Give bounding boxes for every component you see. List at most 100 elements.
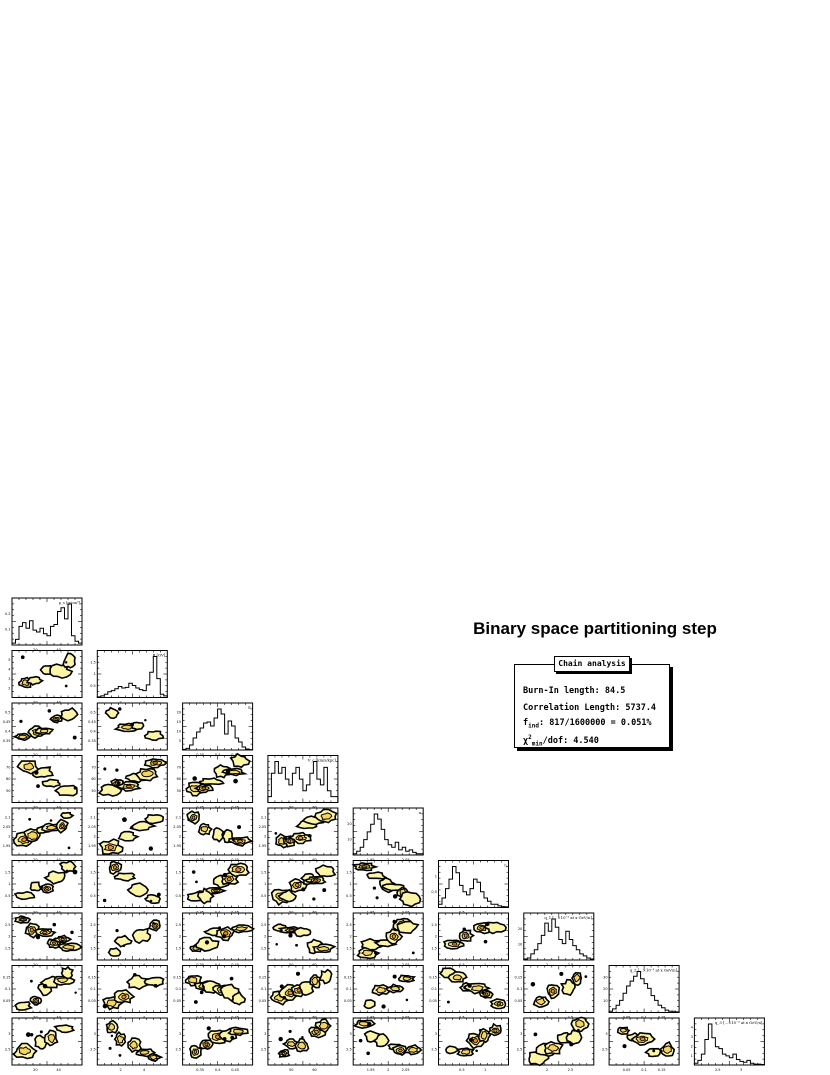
parameter-label-4: α	[419, 810, 422, 815]
contour-islet	[467, 983, 472, 988]
contour-inner	[484, 992, 489, 996]
contour-islet	[39, 885, 43, 890]
x-tick-label: 2.5	[568, 1068, 574, 1072]
contour-islet	[115, 768, 119, 772]
contour-islet	[29, 979, 33, 983]
y-tick-label: 0.1	[346, 987, 352, 991]
y-tick-label: 0.5	[90, 711, 96, 715]
y-tick-label: 0.05	[344, 999, 352, 1003]
contour-islet	[102, 898, 107, 903]
contour-inner	[112, 865, 117, 870]
y-tick-label: 0.35	[3, 739, 11, 743]
contour-outer	[643, 1047, 662, 1058]
contour-islet	[72, 735, 77, 740]
contour-outer	[113, 872, 137, 882]
contour-mid	[18, 1046, 32, 1056]
contour-outer	[60, 811, 75, 820]
contour-islet	[288, 933, 293, 938]
contour-islet	[199, 990, 204, 995]
y-tick-label: 1.5	[176, 946, 182, 950]
contour-islet	[301, 1035, 304, 1039]
contour-outer	[126, 882, 150, 898]
contour-islet	[229, 976, 234, 981]
histogram-3	[267, 761, 339, 803]
contour-islet	[52, 922, 57, 927]
histogram-2	[182, 708, 254, 751]
f-ind-number: : 817/1600000 = 0.051%	[538, 718, 652, 728]
contour-mid	[27, 831, 38, 841]
contour-islet	[152, 921, 155, 925]
histogram-1	[96, 656, 168, 698]
y-tick-label: 1	[349, 882, 351, 886]
contour-islet	[381, 1004, 386, 1009]
y-tick-label: 4	[691, 1026, 694, 1030]
contour-islet	[282, 995, 287, 1000]
parameter-label-1: R [GV]	[152, 653, 165, 658]
y-tick-label: 2.5	[517, 1048, 523, 1052]
contour-inner	[29, 927, 35, 933]
contour-mid	[17, 734, 28, 740]
contour-mid	[149, 1054, 159, 1061]
parameter-label-3: V_c [km/s/kpc]	[307, 758, 337, 763]
y-tick-label: 5	[8, 658, 10, 662]
y-tick-label: 2.5	[346, 923, 352, 927]
parameter-label-6: q_1 [...×10⁻³ at x GeV/n]	[544, 915, 592, 920]
contour-mid	[129, 1040, 138, 1050]
panel-frame-4-4	[352, 807, 424, 856]
contour-mid	[460, 1049, 471, 1055]
contour-outer	[104, 706, 120, 720]
y-tick-label: 3	[264, 1032, 266, 1036]
x-tick-label: 2	[546, 1068, 548, 1072]
y-tick-label: 2.1	[261, 816, 267, 820]
contour-inner	[54, 717, 58, 721]
y-tick-label: 3	[349, 1032, 351, 1036]
contour-inner	[201, 786, 207, 790]
contour-islet	[28, 817, 32, 821]
chi-label: χ	[523, 735, 529, 746]
contour-islet	[192, 776, 197, 781]
contour-outer	[53, 1024, 76, 1034]
contour-islet	[569, 1042, 574, 1047]
contour-islet	[468, 1037, 474, 1043]
contour-inner	[479, 925, 486, 930]
contour-islet	[659, 1049, 663, 1053]
chi-sup: 2	[528, 734, 532, 741]
contour-islet	[118, 707, 122, 711]
x-tick-label: 1.95	[367, 1068, 375, 1072]
contour-mid	[316, 945, 330, 952]
contour-outer	[314, 864, 337, 878]
y-tick-label: 0.1	[176, 987, 182, 991]
y-tick-label: 3	[605, 1032, 607, 1036]
y-tick-label: 0.35	[88, 739, 96, 743]
contour-islet	[405, 998, 409, 1002]
contour-mid	[200, 826, 209, 833]
y-tick-label: 50	[6, 789, 10, 793]
contour-inner	[472, 1037, 479, 1044]
contour-outer	[229, 752, 251, 769]
contour-islet	[652, 1049, 656, 1053]
contour-islet	[622, 1044, 627, 1049]
contour-mid	[141, 769, 154, 778]
contour-islet	[392, 974, 397, 979]
y-tick-label: 1	[179, 882, 181, 886]
contour-islet	[584, 975, 588, 979]
y-tick-label: 0.5	[5, 711, 11, 715]
contour-islet	[122, 944, 126, 948]
contour-islet	[204, 940, 210, 945]
y-tick-label: 2.1	[5, 816, 11, 820]
y-tick-label: 2.05	[3, 825, 11, 829]
contour-inner	[41, 930, 48, 934]
contour-mid	[297, 1041, 306, 1050]
contour-islet	[559, 971, 564, 976]
parameter-label-5: η	[504, 863, 507, 868]
contour-outer	[29, 881, 42, 892]
parameter-label-7: q_2 [...×10⁻³ at x GeV/n]	[630, 968, 678, 973]
x-tick-label: 4	[143, 1068, 146, 1072]
y-tick-label: 4	[8, 668, 11, 672]
y-tick-label: 0.1	[261, 987, 267, 991]
y-tick-label: 2	[94, 834, 96, 838]
y-tick-label: 70	[177, 765, 181, 769]
y-tick-label: 2.5	[5, 1048, 11, 1052]
y-tick-label: 50	[91, 789, 95, 793]
contour-islet	[481, 990, 485, 995]
